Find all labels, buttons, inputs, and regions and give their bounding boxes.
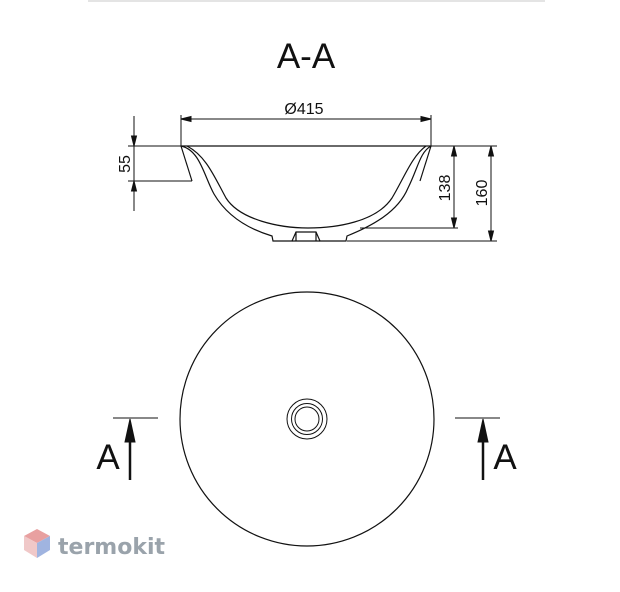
drain-outer-ring bbox=[286, 398, 328, 440]
basin-outer-profile bbox=[180, 145, 432, 242]
watermark-text: termokit bbox=[58, 535, 165, 560]
total-height-dimension bbox=[347, 145, 497, 242]
inner-height-label: 138 bbox=[437, 175, 454, 202]
drain-inner-ring bbox=[294, 406, 320, 432]
inner-height-dimension bbox=[360, 145, 497, 229]
hexagon-logo-icon bbox=[24, 529, 50, 558]
section-marker-left bbox=[113, 417, 158, 480]
top-view bbox=[179, 291, 435, 547]
watermark: termokit bbox=[24, 529, 165, 560]
rim-depth-label: 55 bbox=[117, 155, 134, 173]
section-title: A-A bbox=[277, 37, 336, 76]
section-marker-right bbox=[455, 417, 500, 480]
basin-inner-profile bbox=[186, 145, 427, 229]
rim-depth-dimension bbox=[128, 116, 192, 211]
basin-outer-circle bbox=[179, 291, 435, 547]
section-marker-left-label: A bbox=[96, 438, 120, 477]
total-height-label: 160 bbox=[474, 180, 491, 207]
rim-right-band bbox=[419, 145, 432, 182]
diameter-dimension bbox=[180, 115, 432, 146]
rim-left-band bbox=[180, 145, 193, 182]
drain-middle-ring bbox=[291, 403, 323, 435]
side-section-view bbox=[180, 145, 432, 242]
diameter-label: Ø415 bbox=[284, 101, 323, 118]
section-marker-right-label: A bbox=[493, 438, 517, 477]
